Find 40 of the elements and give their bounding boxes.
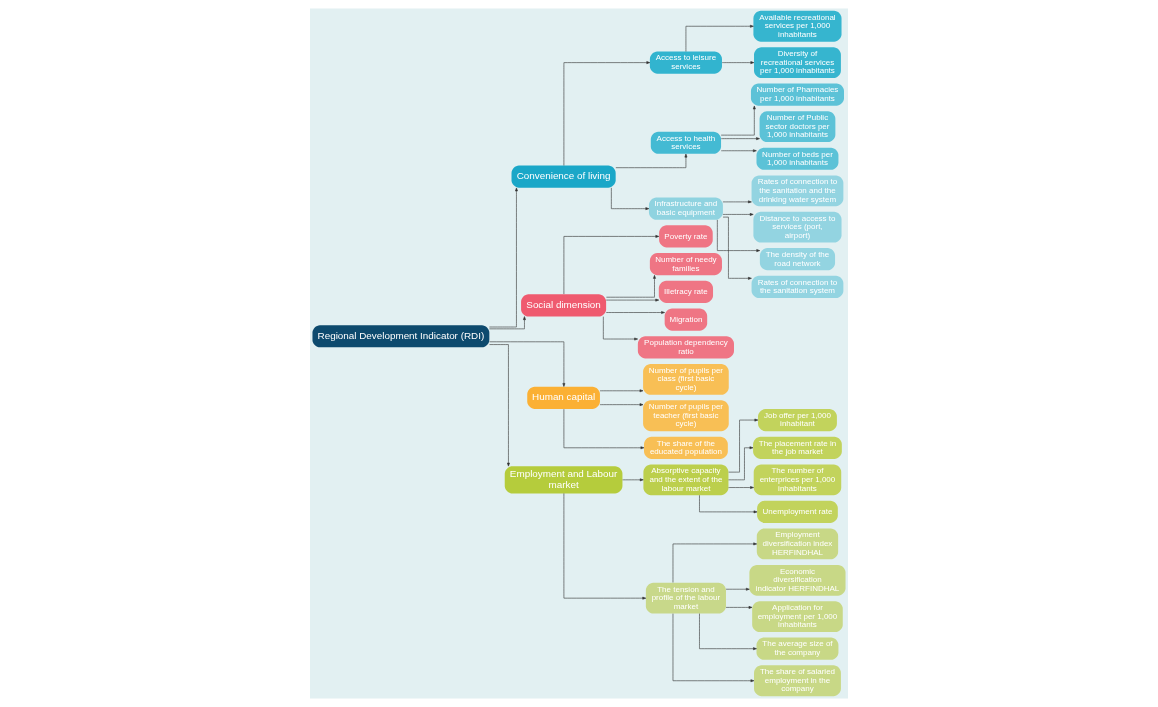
arrow	[672, 542, 757, 583]
arrow	[685, 24, 754, 52]
arrow	[720, 137, 760, 140]
arrow	[611, 187, 650, 211]
arrow	[728, 418, 759, 473]
arrow	[722, 213, 754, 216]
arrow	[599, 403, 644, 407]
arrow	[722, 216, 752, 280]
arrow	[605, 311, 665, 314]
arrow	[725, 606, 753, 609]
arrow	[489, 344, 510, 467]
arrow	[603, 316, 638, 341]
node-box: Social dimension	[521, 294, 607, 317]
arrow	[606, 275, 656, 298]
arrow	[699, 495, 758, 514]
node-box: Employment and Labour market	[504, 466, 623, 494]
arrow	[615, 153, 688, 168]
arrow	[563, 235, 660, 295]
arrow	[563, 493, 647, 600]
node-box: Human capital	[527, 386, 600, 409]
arrow	[605, 298, 660, 302]
arrow	[728, 446, 754, 481]
arrow	[721, 61, 755, 64]
arrow	[599, 389, 644, 393]
arrow	[728, 486, 754, 489]
arrow	[699, 613, 757, 651]
arrow	[672, 613, 755, 683]
arrow	[563, 408, 645, 450]
arrow	[720, 105, 756, 136]
arrow	[722, 200, 752, 204]
arrow	[563, 61, 651, 166]
arrow	[489, 187, 518, 328]
arrow	[717, 219, 761, 252]
arrow	[725, 587, 750, 591]
node-box: Regional Development Indicator (RDI)	[312, 325, 490, 348]
node-box: Convenience of living	[511, 165, 616, 188]
arrow	[622, 478, 644, 482]
arrow	[489, 341, 566, 387]
arrow	[720, 149, 757, 153]
arrow	[489, 316, 526, 330]
